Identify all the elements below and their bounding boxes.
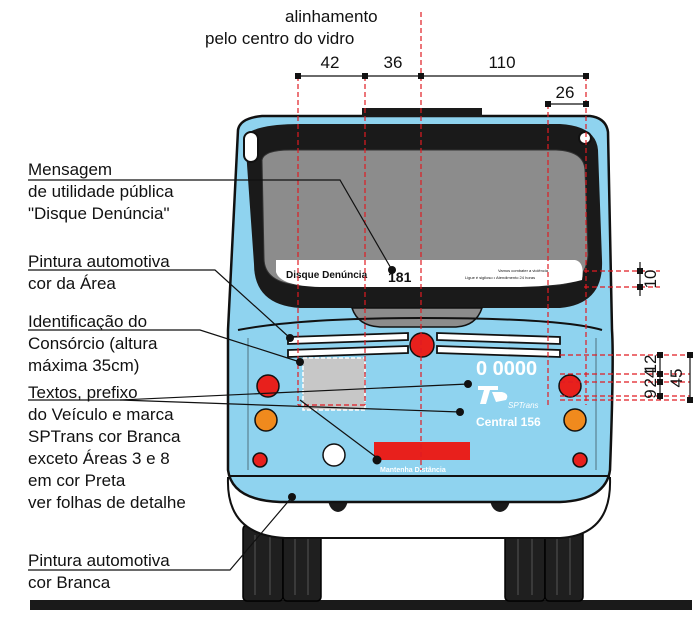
label-mensagem-3: "Disque Denúncia" — [28, 204, 170, 223]
leader-lines — [28, 179, 469, 571]
tail-lights — [252, 374, 588, 468]
center-brake-light — [409, 332, 435, 358]
label-pintura-area-2: cor da Área — [28, 274, 116, 293]
banner-left-text: Disque Denúncia — [286, 270, 368, 281]
dim-110: 110 — [488, 53, 515, 72]
ground-line — [30, 600, 692, 610]
dim-26: 26 — [556, 83, 575, 102]
label-mensagem-2: de utilidade pública — [28, 182, 174, 201]
dimension-ticks — [295, 73, 693, 403]
dim-9: 9 — [641, 389, 660, 398]
banner-right-line1: Vamos combater a violência — [498, 268, 549, 273]
rear-glass — [261, 149, 589, 286]
label-textos-2: do Veículo e marca — [28, 405, 174, 424]
title-line1: alinhamento — [285, 7, 378, 26]
label-textos-4: exceto Áreas 3 e 8 — [28, 449, 170, 468]
mantenha-text: Mantenha Distância — [380, 467, 446, 474]
guide-lines — [297, 12, 690, 470]
title-line2: pelo centro do vidro — [205, 29, 355, 48]
label-mensagem-1: Mensagem — [28, 160, 113, 179]
dimension-lines — [298, 75, 691, 400]
label-consorcio-3: máxima 35cm) — [28, 356, 140, 375]
label-consorcio-1: Identificação do — [28, 312, 148, 331]
central-text: Central 156 — [476, 415, 541, 429]
brand-text: SPTrans — [508, 401, 539, 410]
label-pintura-area-1: Pintura automotiva — [28, 252, 170, 271]
dim-24: 24 — [641, 369, 660, 388]
dim-36: 36 — [384, 53, 403, 72]
label-consorcio-2: Consórcio (altura — [28, 334, 158, 353]
roof-light-bar — [362, 108, 482, 117]
label-pintura-branca-1: Pintura automotiva — [28, 551, 170, 570]
banner-right-line2: Ligue é sigiloso • Atendimento 24 horas — [465, 275, 535, 280]
sptrans-logo-icon — [478, 386, 508, 404]
grille-slats — [287, 332, 561, 358]
label-textos-5: em cor Preta — [28, 471, 126, 490]
label-pintura-branca-2: cor Branca — [28, 573, 111, 592]
consorcio-panel — [302, 357, 366, 411]
dim-45: 45 — [667, 369, 686, 388]
dim-12: 12 — [641, 355, 660, 374]
rear-wheels — [242, 524, 584, 602]
label-textos-3: SPTrans cor Branca — [28, 427, 181, 446]
label-textos-6: ver folhas de detalhe — [28, 493, 186, 512]
disque-banner — [276, 260, 583, 287]
dim-10: 10 — [641, 270, 660, 289]
mirror-hooks — [243, 131, 592, 163]
dim-42: 42 — [321, 53, 340, 72]
prefix-text: 0 0000 — [476, 358, 537, 380]
leader-dots — [286, 266, 472, 501]
panel-crease — [237, 316, 603, 331]
label-textos-1: Textos, prefixo — [28, 383, 138, 402]
